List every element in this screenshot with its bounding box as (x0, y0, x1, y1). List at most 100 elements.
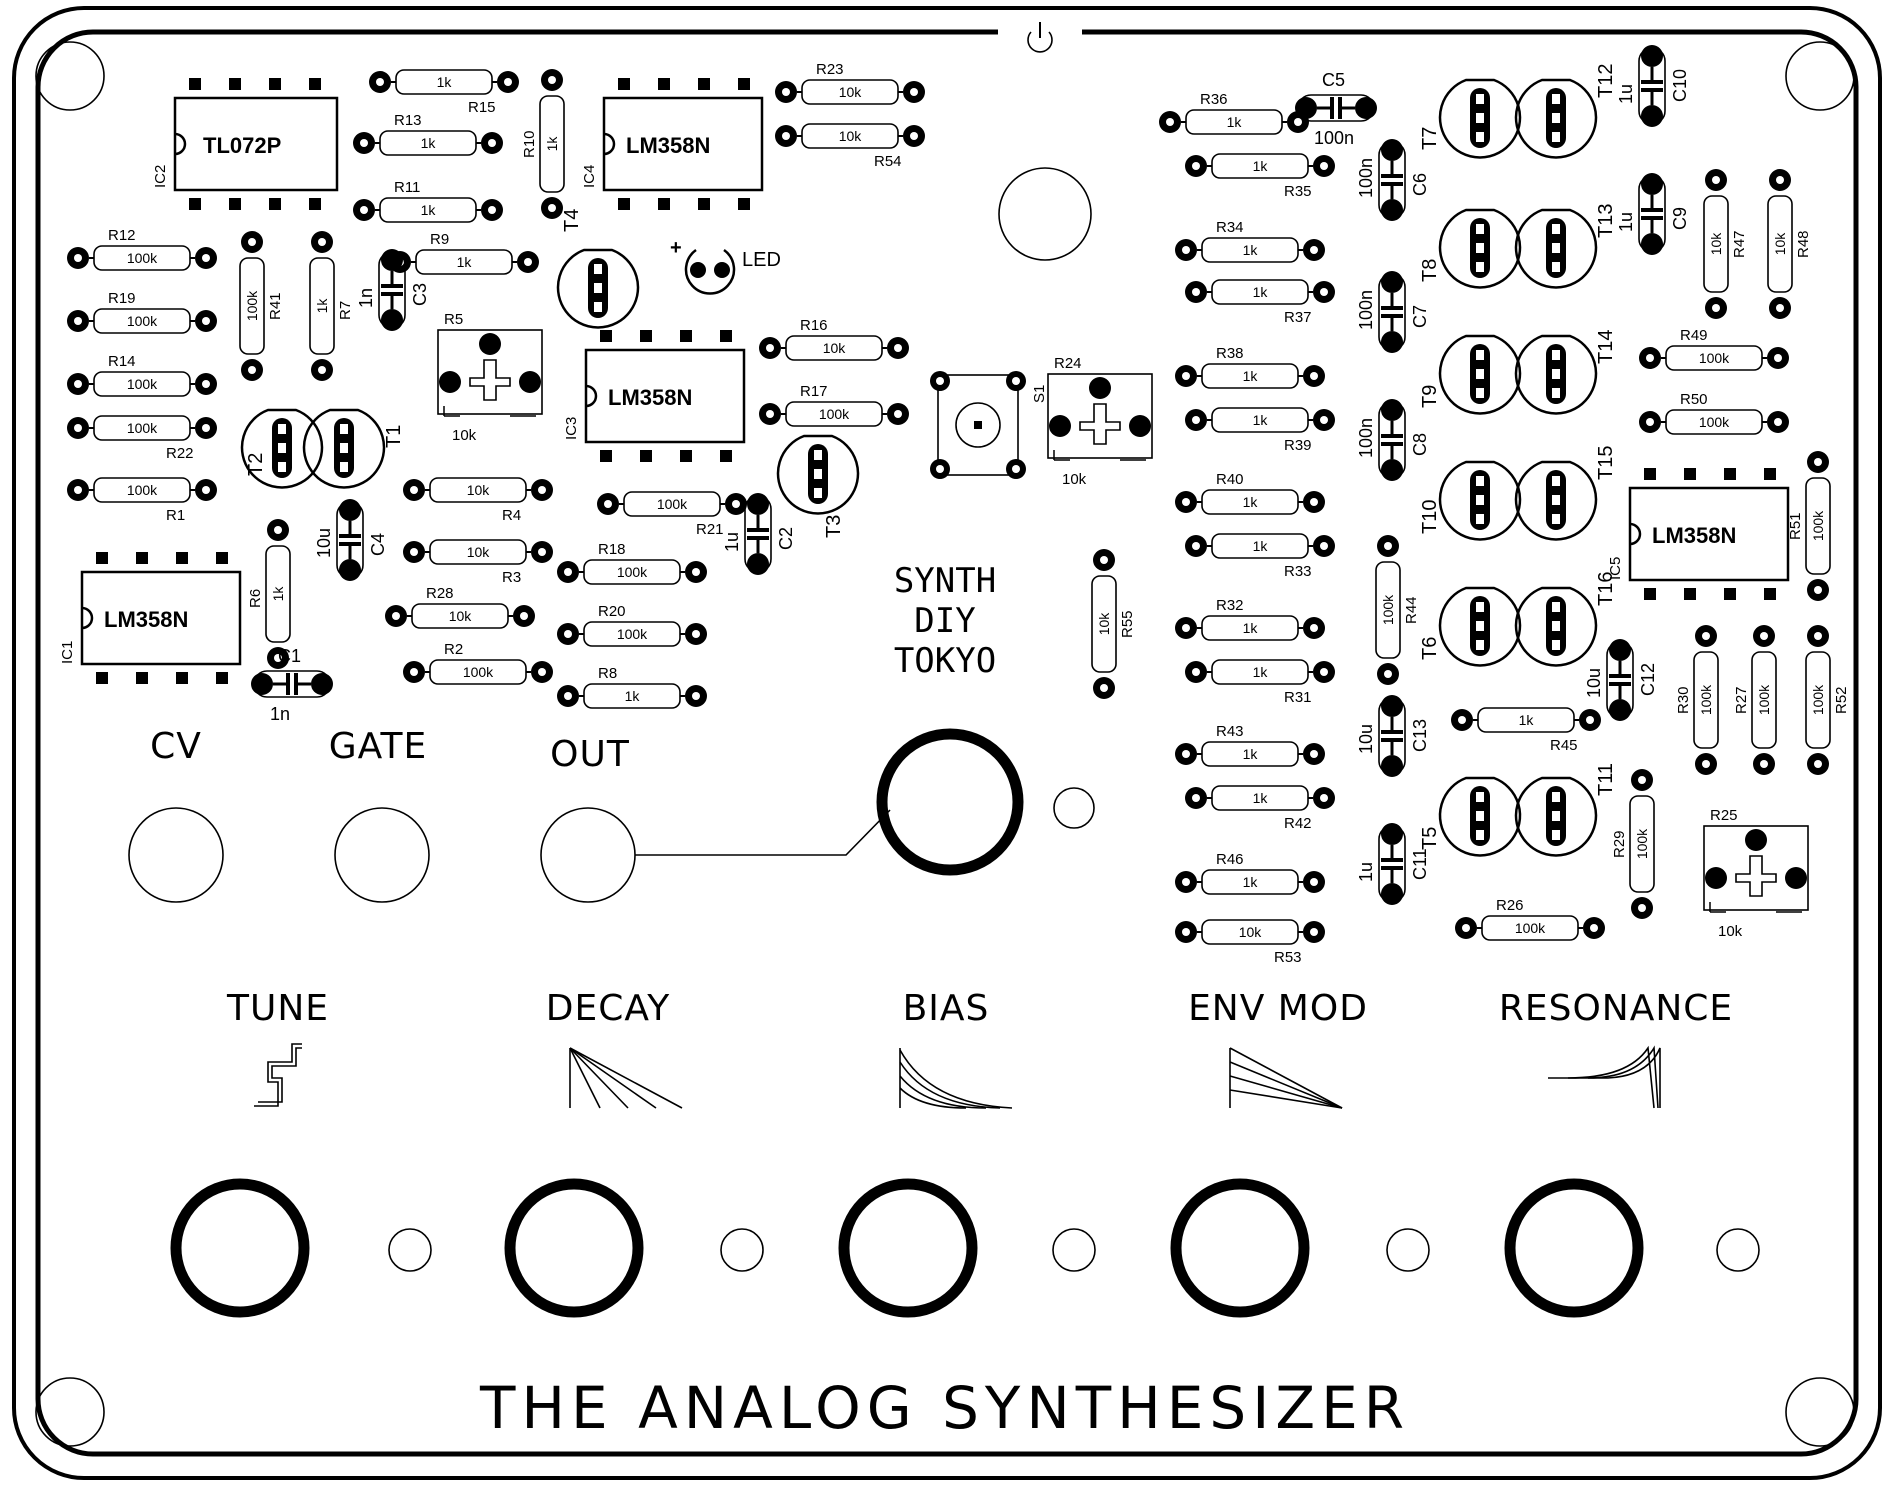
transistor-t15: T15 (1514, 446, 1617, 541)
led-plus-label: + (670, 237, 682, 259)
resistor-value: 1k (544, 136, 560, 152)
knob-decay[interactable] (504, 1178, 644, 1318)
switch-ref-label: S1 (1031, 385, 1048, 403)
stepped-pitch-icon (254, 1043, 302, 1107)
transistor-ref: T1 (383, 425, 405, 448)
resistor-value: 100k (617, 564, 648, 580)
ic-ref-label: IC3 (563, 417, 580, 440)
capacitor-ref: C12 (1638, 663, 1658, 696)
resistor-ref: R42 (1284, 815, 1312, 832)
resistor-value: 100k (244, 290, 260, 321)
knob-label-tune: TUNE (226, 988, 329, 1029)
resistor-r20: 100k R20 (557, 603, 707, 647)
resistor-ref: R38 (1216, 345, 1244, 362)
knob-volume[interactable] (876, 728, 1024, 876)
transistor-ref: T12 (1595, 64, 1617, 98)
resistor-ref: R30 (1675, 686, 1692, 714)
resistor-value: 10k (1239, 924, 1263, 940)
knob-resonance[interactable] (1504, 1178, 1644, 1318)
resistor-ref: R16 (800, 317, 828, 334)
capacitor-value: 10u (314, 528, 334, 558)
ic-ref-label: IC4 (581, 165, 598, 188)
resistor-value: 1k (314, 298, 330, 314)
capacitor-ref: C1 (278, 646, 301, 666)
capacitor-layer: C11nC21uC31nC410uC5100nC6100nC7100nC8100… (251, 45, 1690, 905)
resistor-value: 10k (1096, 612, 1112, 636)
led-label: LED (742, 249, 781, 271)
resistor-value: 100k (127, 420, 158, 436)
knob-env-mod[interactable] (1170, 1178, 1310, 1318)
resistor-ref: R53 (1274, 949, 1302, 966)
capacitor-value: 1u (1356, 862, 1376, 882)
resistor-value: 100k (617, 626, 648, 642)
resistor-value: 10k (467, 482, 491, 498)
mounting-hole-center (998, 167, 1092, 261)
resistor-value: 10k (839, 128, 863, 144)
resistor-value: 1k (1253, 538, 1269, 554)
resistor-ref: R8 (598, 665, 617, 682)
resistor-ref: R41 (267, 292, 284, 320)
transistor-t12: T12 (1514, 64, 1617, 159)
transistor-ref: T3 (823, 515, 845, 538)
resistor-ref: R20 (598, 603, 626, 620)
resistor-value: 100k (1634, 828, 1650, 859)
resistor-value: 10k (467, 544, 491, 560)
resistor-value: 100k (1699, 414, 1730, 430)
transistor-ref: T10 (1419, 500, 1441, 534)
mounting-hole-top-right (1785, 41, 1855, 111)
transistor-ref: T2 (245, 453, 267, 476)
transistor-ref: T7 (1419, 127, 1441, 150)
resistor-value: 1k (1243, 494, 1259, 510)
capacitor-ref: C2 (776, 527, 796, 550)
jack-cv[interactable] (128, 807, 224, 903)
ic-ic2: TL072P IC2 (152, 78, 339, 210)
resistor-value: 1k (1253, 790, 1269, 806)
resistor-ref: R51 (1787, 512, 1804, 540)
brand-line-2: DIY (914, 601, 975, 641)
jack-gate[interactable] (334, 807, 430, 903)
resistor-ref: R22 (166, 445, 194, 462)
resistor-value: 100k (1810, 684, 1826, 715)
panel-outer-border (12, 6, 1882, 1480)
power-icon (1027, 22, 1053, 53)
ic-part-label: LM358N (608, 385, 692, 410)
capacitor-ref: C6 (1410, 173, 1430, 196)
resistor-value: 100k (127, 376, 158, 392)
knob-tune[interactable] (170, 1178, 310, 1318)
knob-decay-led-hole (720, 1228, 764, 1272)
resistor-value: 1k (625, 688, 641, 704)
knob-volume-led-hole (1053, 787, 1095, 829)
transistor-ref: T16 (1595, 572, 1617, 606)
resistor-ref: R34 (1216, 219, 1244, 236)
resistor-ref: R11 (394, 179, 420, 196)
knob-bias[interactable] (838, 1178, 978, 1318)
resistor-value: 100k (127, 250, 158, 266)
resistor-ref: R6 (247, 589, 264, 608)
resistor-ref: R35 (1284, 183, 1312, 200)
capacitor-value: 1u (1616, 212, 1636, 232)
